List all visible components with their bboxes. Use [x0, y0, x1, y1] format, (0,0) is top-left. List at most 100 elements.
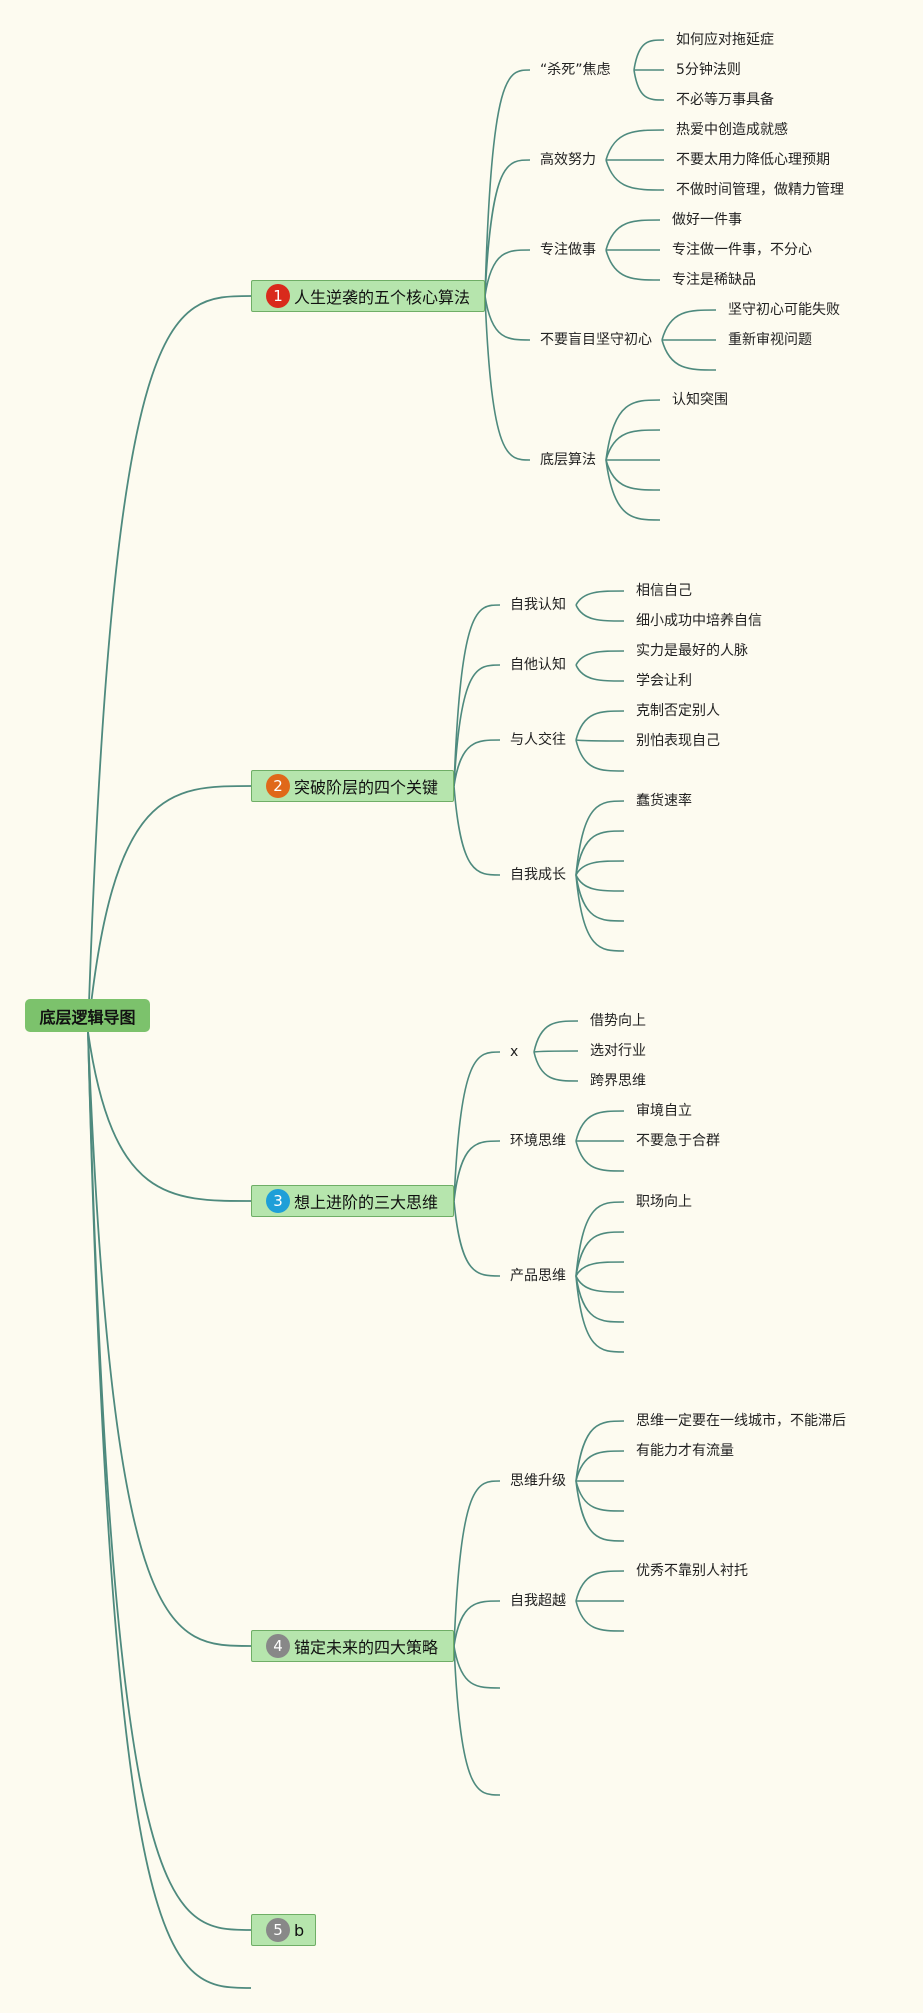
connector-topic-to-leaf	[661, 309, 717, 341]
branch-label: b	[294, 1920, 305, 1940]
connector-topic-to-leaf	[605, 219, 661, 251]
leaf-node[interactable]: 蠢货速率	[636, 793, 692, 809]
leaf-node[interactable]: 热爱中创造成就感	[676, 122, 788, 138]
leaf-node[interactable]: 选对行业	[590, 1043, 646, 1059]
connector-topic-to-leaf	[575, 1570, 625, 1602]
branch-number-badge: 4	[266, 1634, 290, 1658]
connector-topic-to-leaf	[575, 830, 625, 876]
connector-topic-to-leaf	[575, 800, 625, 876]
connector-branch-4-to-topic-1	[453, 1480, 501, 1647]
connector-branch-1-to-topic-3	[484, 249, 531, 297]
connector-topic-to-leaf	[575, 1420, 625, 1482]
root-node[interactable]: 底层逻辑导图	[25, 999, 150, 1032]
connector-topic-to-leaf	[575, 590, 625, 606]
connector-topic-to-leaf	[575, 1480, 625, 1542]
branch-label: 想上进阶的三大思维	[294, 1193, 439, 1212]
connector-topic-to-leaf	[575, 1140, 625, 1172]
leaf-node[interactable]: 专注是稀缺品	[672, 272, 756, 288]
connector-topic-to-leaf	[575, 1275, 625, 1293]
leaf-node[interactable]: 坚守初心可能失败	[728, 302, 840, 318]
branch-number-badge: 3	[266, 1189, 290, 1213]
topic-node[interactable]: 自他认知	[510, 657, 566, 673]
connector-topic-to-leaf	[575, 1275, 625, 1323]
connector-root-to-branch-1	[87, 295, 252, 1033]
leaf-node[interactable]: 跨界思维	[590, 1073, 646, 1089]
leaf-node[interactable]: 不要太用力降低心理预期	[676, 152, 830, 168]
leaf-node[interactable]: 借势向上	[590, 1013, 646, 1029]
leaf-node[interactable]: 重新审视问题	[728, 332, 812, 348]
connector-topic-to-leaf	[575, 1261, 625, 1277]
leaf-node[interactable]: 细小成功中培养自信	[636, 613, 762, 629]
branch-label: 突破阶层的四个关键	[294, 778, 439, 797]
branch-label: 人生逆袭的五个核心算法	[294, 288, 471, 307]
leaf-node[interactable]: 思维一定要在一线城市，不能滞后	[636, 1413, 846, 1429]
topic-node[interactable]: 底层算法	[540, 452, 596, 468]
leaf-node[interactable]: 实力是最好的人脉	[636, 643, 748, 659]
connector-topic-to-leaf	[605, 399, 661, 461]
leaf-node[interactable]: 不要急于合群	[636, 1133, 720, 1149]
topic-node[interactable]: 思维升级	[510, 1473, 566, 1489]
connector-root-to-branch-2	[87, 785, 252, 1033]
connector-branch-2-to-topic-2	[453, 664, 501, 787]
connector-topic-to-leaf	[575, 739, 625, 772]
branch-number-badge: 1	[266, 284, 290, 308]
topic-node[interactable]: 专注做事	[540, 242, 596, 258]
connector-branch-1-to-topic-2	[484, 159, 531, 297]
topic-node[interactable]: 不要盲目坚守初心	[540, 332, 652, 348]
connector-topic-to-leaf	[575, 860, 625, 876]
connector-branch-3-to-topic-2	[453, 1140, 501, 1202]
connector-topic-to-leaf	[575, 1480, 625, 1512]
root-node-label: 底层逻辑导图	[39, 1007, 136, 1027]
topic-node[interactable]: 高效努力	[540, 152, 596, 168]
leaf-node[interactable]: 如何应对拖延症	[676, 32, 774, 48]
connector-topic-to-leaf	[575, 1110, 625, 1142]
connector-branch-4-to-topic-3	[453, 1645, 501, 1689]
topic-node[interactable]: “杀死”焦虑	[540, 62, 611, 78]
connector-branch-3-to-topic-3	[453, 1200, 501, 1277]
topic-node[interactable]: 环境思维	[510, 1133, 566, 1149]
connector-topic-to-leaf	[605, 429, 661, 461]
leaf-node[interactable]: 认知突围	[672, 392, 728, 408]
connector-branch-1-to-topic-1	[484, 69, 531, 297]
leaf-node[interactable]: 审境自立	[636, 1103, 692, 1119]
connector-topic-to-leaf	[575, 1275, 625, 1353]
connector-topic-to-leaf	[575, 1201, 625, 1277]
branch-number-badge: 5	[266, 1918, 290, 1942]
leaf-node[interactable]: 别怕表现自己	[636, 733, 720, 749]
branch-label: 锚定未来的四大策略	[294, 1638, 439, 1657]
leaf-node[interactable]: 优秀不靠别人衬托	[636, 1563, 748, 1579]
topic-node[interactable]: 自我超越	[510, 1593, 566, 1609]
leaf-node[interactable]: 专注做一件事，不分心	[672, 242, 812, 258]
connector-topic-to-leaf	[575, 650, 625, 666]
topic-node[interactable]: 产品思维	[510, 1268, 566, 1284]
connector-topic-to-leaf	[661, 339, 717, 371]
connector-branch-1-to-topic-4	[484, 295, 531, 341]
topic-node[interactable]: 与人交往	[510, 732, 566, 748]
leaf-node[interactable]: 有能力才有流量	[636, 1443, 734, 1459]
leaf-node[interactable]: 克制否定别人	[636, 703, 720, 719]
leaf-node[interactable]: 职场向上	[636, 1194, 692, 1210]
connector-topic-to-leaf	[575, 710, 625, 741]
connector-topic-to-leaf	[575, 874, 625, 952]
branch-number-badge: 2	[266, 774, 290, 798]
connector-branch-4-to-topic-4	[453, 1645, 501, 1796]
leaf-node[interactable]: 相信自己	[636, 583, 692, 599]
topic-node[interactable]: 自我认知	[510, 597, 566, 613]
topic-node[interactable]: 自我成长	[510, 867, 566, 883]
leaf-node[interactable]: 做好一件事	[672, 212, 742, 228]
leaf-node[interactable]: 学会让利	[636, 673, 692, 689]
connector-topic-to-leaf	[575, 1231, 625, 1277]
connector-branch-2-to-topic-4	[453, 785, 501, 876]
leaf-node[interactable]: 5分钟法则	[676, 62, 741, 78]
connector-topic-to-leaf	[575, 664, 625, 682]
connector-branch-2-to-topic-1	[453, 604, 501, 787]
leaf-node[interactable]: 不必等万事具备	[676, 92, 774, 108]
connector-topic-to-leaf	[633, 69, 665, 101]
leaf-node[interactable]: 不做时间管理，做精力管理	[676, 182, 844, 198]
topic-node[interactable]: x	[510, 1044, 519, 1060]
